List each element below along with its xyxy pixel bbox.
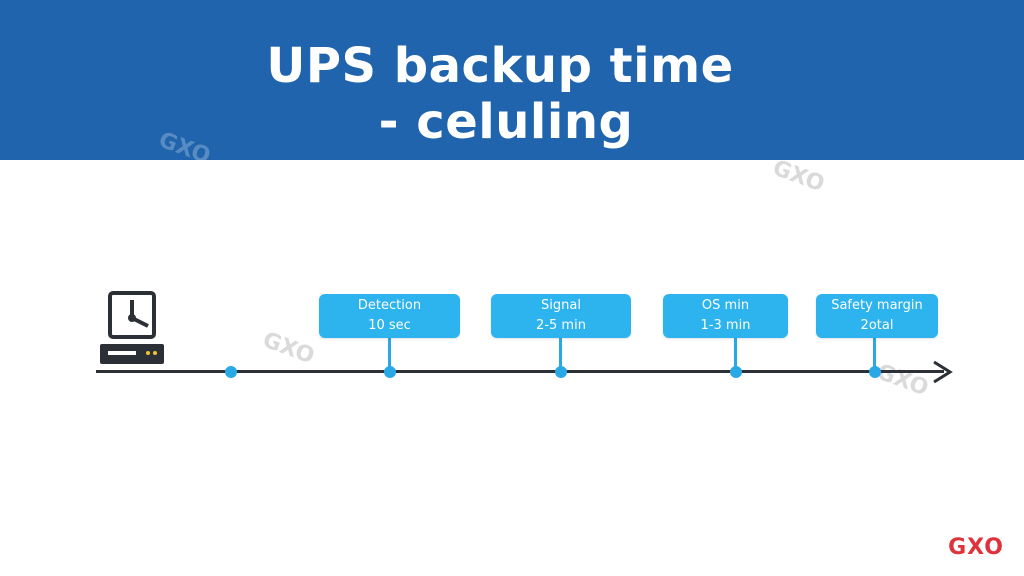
- step-connector: [734, 338, 737, 372]
- step-label: Signal: [541, 298, 581, 313]
- step-dot: [730, 366, 742, 378]
- step-label: Detection: [357, 298, 422, 313]
- step-box-os-min: OS min 1-3 min: [663, 294, 788, 338]
- page-title: UPS backup time - celuling: [0, 38, 1000, 150]
- step-label: Safety margin: [831, 298, 923, 313]
- watermark: GXO: [259, 327, 318, 370]
- brand-logo: GXO: [948, 535, 1004, 560]
- timeline-axis: [96, 370, 944, 373]
- step-dot: [869, 366, 881, 378]
- step-box-signal: Signal 2-5 min: [491, 294, 631, 338]
- arrow-head-icon: [933, 360, 953, 384]
- step-value: 10 sec: [368, 318, 411, 333]
- watermark: GXO: [873, 359, 932, 402]
- step-connector: [559, 338, 562, 372]
- title-line-2: - celuling: [378, 94, 634, 150]
- step-dot: [555, 366, 567, 378]
- server-clock-icon: [100, 291, 164, 364]
- timeline-start-dot: [225, 366, 237, 378]
- step-box-detection: Detection 10 sec: [319, 294, 460, 338]
- step-value: 2-5 min: [536, 318, 586, 333]
- step-value: 1-3 min: [700, 318, 751, 333]
- step-connector: [388, 338, 391, 372]
- step-label: OS min: [701, 298, 750, 313]
- header-banner: [0, 0, 1024, 160]
- step-value: 2otal: [860, 318, 894, 333]
- title-line-1: UPS backup time: [266, 38, 734, 94]
- watermark: GXO: [769, 155, 828, 198]
- step-box-safety-margin: Safety margin 2otal: [816, 294, 938, 338]
- step-dot: [384, 366, 396, 378]
- step-connector: [873, 338, 876, 372]
